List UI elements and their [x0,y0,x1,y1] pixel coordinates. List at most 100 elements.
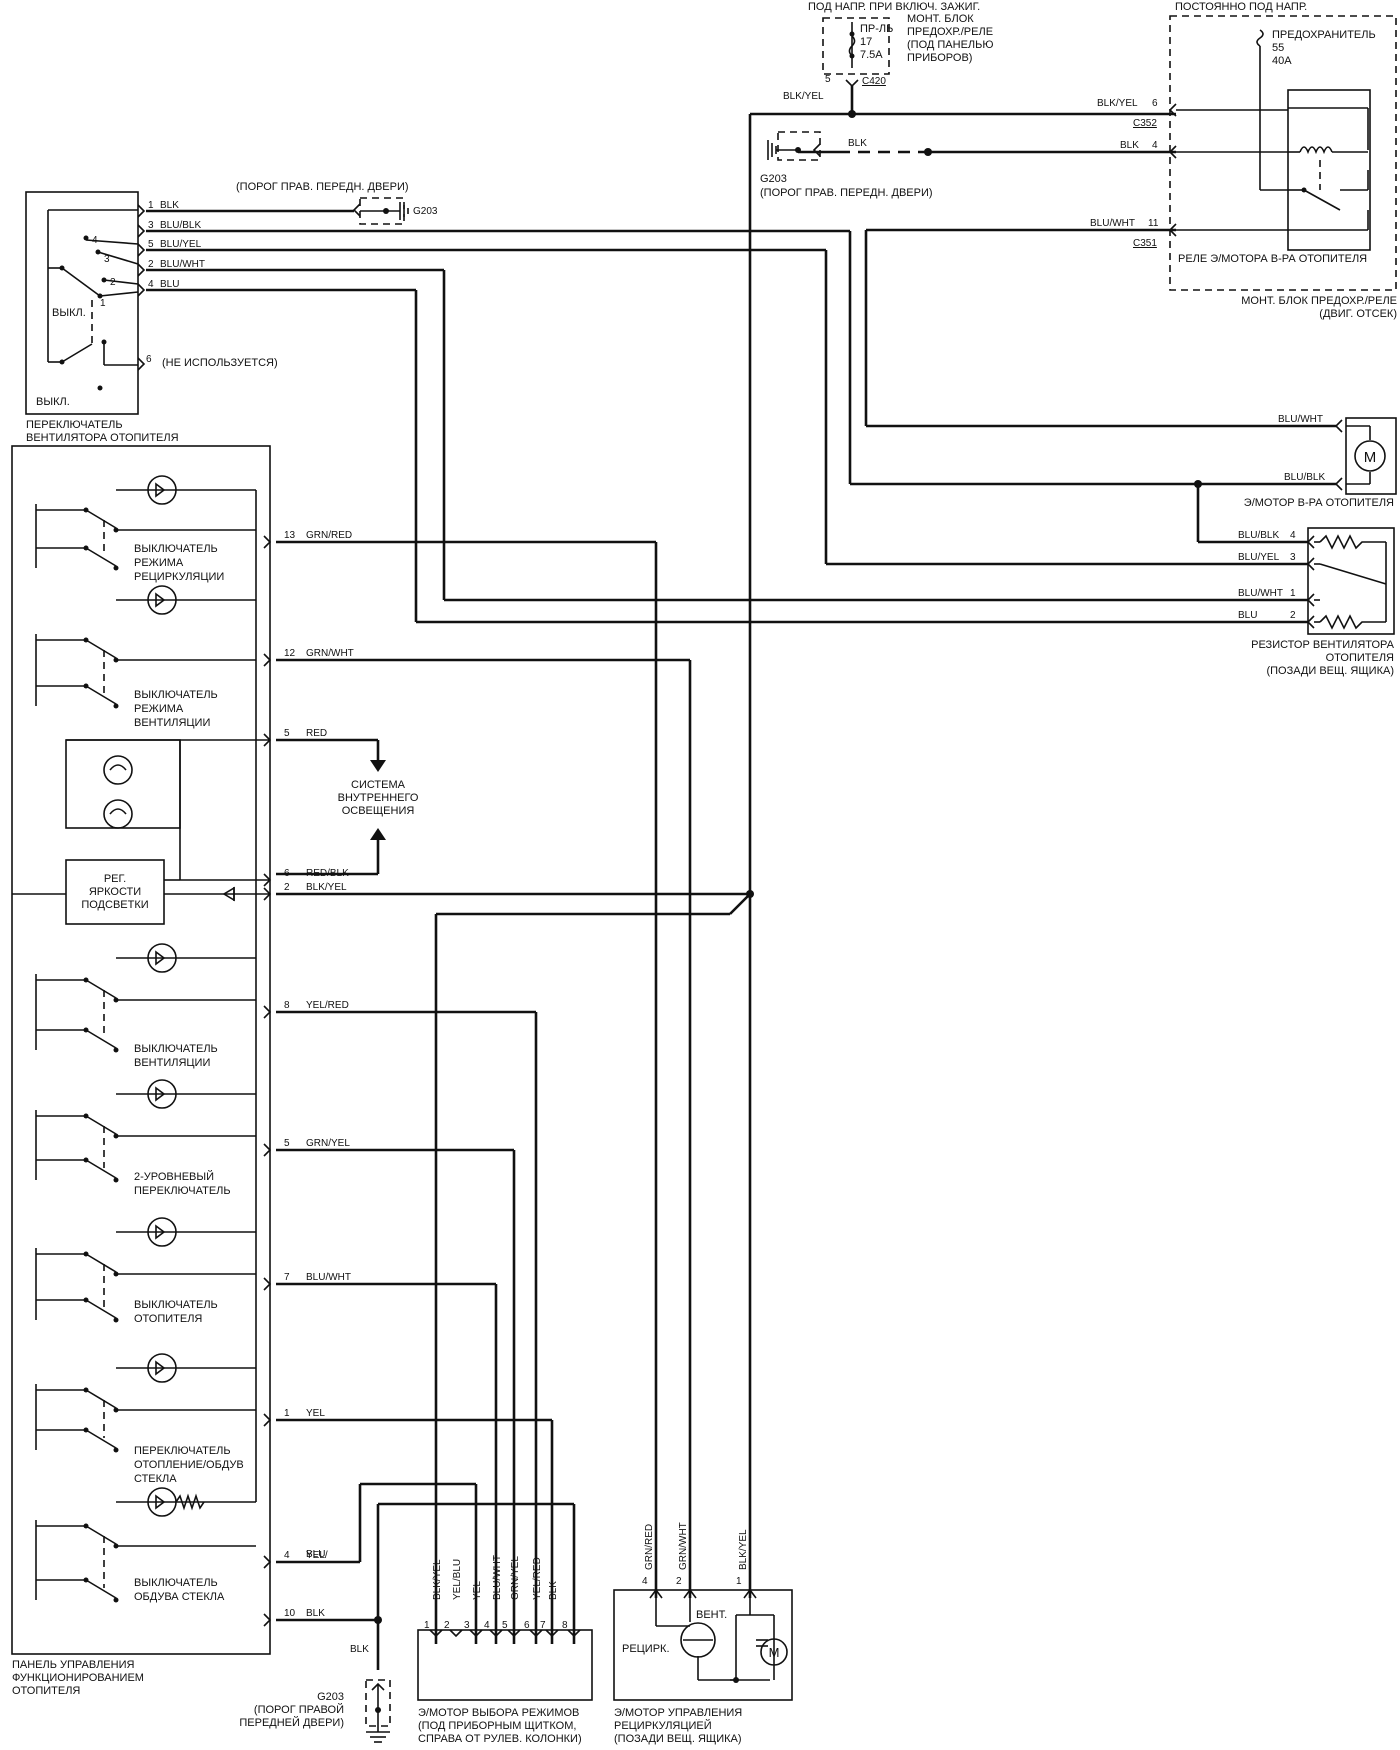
fuse17-line: 17 [860,36,872,48]
panel-wire-label: BLK [306,1608,325,1619]
switch-label: ПЕРЕКЛЮЧАТЕЛЬ [134,1185,231,1197]
relay-block-line: (ДВИГ. ОТСЕК) [1319,308,1397,320]
fuse17-block-line: ПРИБОРОВ) [907,52,972,64]
ground-bottom-wire: BLK [350,1644,369,1655]
fuse17-line: ПР-ЛЬ [860,23,893,35]
fan-inner-num: 1 [100,298,106,309]
ignition-label: ПОД НАПР. ПРИ ВКЛЮЧ. ЗАЖИГ. [808,1,980,13]
connector-mark [263,1413,272,1427]
panel-name: ОТОПИТЕЛЯ [12,1685,80,1697]
recirc-motor-name: (ПОЗАДИ ВЕЩ. ЯЩИКА) [614,1733,742,1745]
blower-m: M [1364,449,1377,466]
panel-wire-label: RED [306,728,327,739]
fuse17-block-line: (ПОД ПАНЕЛЬЮ [907,39,993,51]
fan-wire-label: BLU/YEL [160,239,202,250]
panel-pin: 12 [284,648,296,659]
switch-arm [85,547,117,567]
connector-c351: C351 [1133,238,1157,249]
panel-wire-label: GRN/RED [306,530,352,541]
fan-wire-label: BLU [160,279,179,290]
mode-wire-label: YEL [472,1581,483,1600]
relay-wire-3: BLU/WHT [1090,218,1135,229]
led-triangle [155,1224,166,1240]
relay-wire-1: BLK/YEL [1097,98,1138,109]
recirc-wire-label: BLK/YEL [738,1529,749,1570]
fuse55-line: 40А [1272,55,1292,67]
top-wires [748,86,1176,1598]
switch-label: ОТОПИТЕЛЯ [134,1313,202,1325]
connector-mark [1306,557,1315,571]
switch-contact [113,1597,119,1603]
fan-inner-num: 3 [104,254,110,265]
fan-pin: 2 [148,259,154,270]
lamp-icon [103,755,133,785]
resistor-pin: 2 [1290,610,1296,621]
fuse17-line: 7.5А [860,49,883,61]
panel-wire-label: YEL/ [306,1550,328,1561]
switch-contact [113,1447,119,1453]
relay-block-line: МОНТ. БЛОК ПРЕДОХР./РЕЛЕ [1241,295,1397,307]
connector-mark [743,1588,757,1599]
switch-arm [85,1029,117,1049]
connector-mark [263,1143,272,1157]
mode-motor-name: (ПОД ПРИБОРНЫМ ЩИТКОМ, [418,1720,576,1732]
dimmer-label: РЕГ. [104,873,126,885]
mode-pin: 4 [484,1620,490,1631]
ground-top-desc: (ПОРОГ ПРАВ. ПЕРЕДН. ДВЕРИ) [760,187,933,199]
switch-contact [113,1317,119,1323]
mode-wire-label: BLK [548,1581,559,1600]
switch-label: РЕЖИМА [134,703,184,715]
panel-pin: 1 [284,1408,290,1419]
connector-mark [263,1005,272,1019]
connector-mark [263,1555,272,1569]
mode-wire-label: YEL/RED [532,1557,543,1600]
panel-wire-label: BLU/WHT [306,1272,351,1283]
fan-pin: 3 [148,220,154,231]
fan-off-label: ВЫКЛ. [52,307,86,319]
mode-pin: 7 [540,1620,546,1631]
resistor-name: РЕЗИСТОР ВЕНТИЛЯТОРА [1251,639,1395,651]
mode-pin: 8 [562,1620,568,1631]
connector-c420: C420 [862,76,886,87]
fuse55-line: 55 [1272,42,1284,54]
mode-pin: 6 [524,1620,530,1631]
connector-mark [1306,593,1315,607]
connector-mark [489,1629,503,1638]
recirc-pin: 1 [736,1576,742,1587]
relay-pin-1: 6 [1152,98,1158,109]
led-triangle [155,950,166,966]
switch-contact [113,565,119,571]
panel-output-wires [276,540,754,1670]
fan-pin: 1 [148,200,154,211]
led-triangle [155,1086,166,1102]
recirc-recirc-label: РЕЦИРК. [622,1643,670,1655]
panel-pin: 4 [284,1550,290,1561]
switch-arm [85,1159,117,1179]
dimmer-label: ЯРКОСТИ [89,886,141,898]
led-triangle [155,482,166,498]
fan-inner-num: 2 [110,277,116,288]
constant-power-label: ПОСТОЯННО ПОД НАПР. [1175,1,1307,13]
connector-mark [567,1629,581,1638]
mode-pin: 5 [502,1620,508,1631]
fuse17-block-line: МОНТ. БЛОК [907,13,974,25]
connector-mark [137,224,146,238]
connector-mark [137,243,146,257]
switch-label: ВЫКЛЮЧАТЕЛЬ [134,1577,218,1589]
mode-wire-label: BLK/YEL [432,1559,443,1600]
connector-mark [1306,615,1315,629]
fan-switch-wires [146,209,1308,624]
lighting-label: СИСТЕМА [351,779,406,791]
switch-label: РЕЖИМА [134,557,184,569]
ground-bottom-desc: (ПОРОГ ПРАВОЙ [254,1703,344,1716]
switch-arm [85,639,117,659]
relay-name: РЕЛЕ Э/МОТОРА В-РА ОТОПИТЕЛЯ [1178,253,1367,265]
switch-arm [85,509,117,529]
panel-wire-label: BLK/YEL [306,882,347,893]
resistor-wire-label: BLU/WHT [1238,588,1283,599]
connector-mark [507,1629,521,1638]
fan-switch-name: ВЕНТИЛЯТОРА ОТОПИТЕЛЯ [26,432,179,444]
panel-pin: 5 [284,728,290,739]
panel-pin: 5 [284,1138,290,1149]
